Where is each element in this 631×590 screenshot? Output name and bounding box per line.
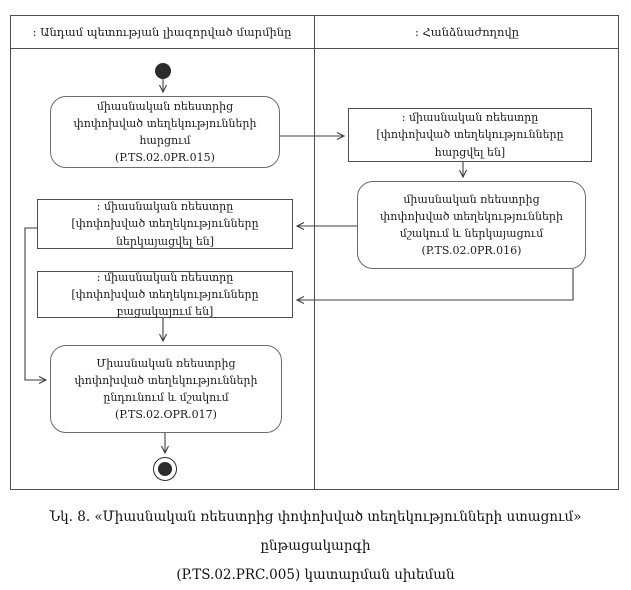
final-node-dot [158, 462, 172, 476]
action-process-and-submit-text: միասնական ռեեստրից փոփոխված տեղեկություն… [380, 193, 563, 258]
action-receive-and-process: Միասնական ռեեստրից փոփոխված տեղեկություն… [50, 345, 282, 433]
object-registry-missing: : միասնական ռեեստրը [փոփոխված տեղեկությո… [37, 271, 293, 318]
final-node [153, 457, 177, 481]
lane-header-commission-label: : Հանձնաժողովը [415, 24, 519, 39]
action-query-changed-info: միասնական ռեեստրից փոփոխված տեղեկություն… [50, 96, 280, 168]
action-receive-and-process-text: Միասնական ռեեստրից փոփոխված տեղեկություն… [74, 357, 258, 422]
lane-header-commission: : Հանձնաժողովը [315, 15, 619, 48]
figure-caption: Նկ. 8. «Միասնական ռեեստրից փոփոխված տեղե… [0, 503, 631, 590]
figure-caption-line1: Նկ. 8. «Միասնական ռեեստրից փոփոխված տեղե… [49, 509, 582, 554]
action-query-changed-info-code: (P.TS.02.0PR.015) [115, 151, 215, 165]
action-query-changed-info-text: միասնական ռեեստրից փոփոխված տեղեկություն… [73, 99, 257, 147]
figure-caption-line2: (P.TS.02.PRC.005) կատարման սխեման [176, 567, 455, 583]
object-registry-requested-state: [փոփոխված տեղեկությունները հարցվել են] [376, 128, 564, 159]
object-registry-submitted-state: [փոփոխված տեղեկությունները ներկայացվել ե… [71, 217, 259, 248]
object-registry-requested-title: : միասնական ռեեստրը [401, 111, 539, 125]
object-registry-missing-title: : միասնական ռեեստրը [96, 270, 234, 284]
action-process-and-submit: միասնական ռեեստրից փոփոխված տեղեկություն… [357, 181, 586, 269]
object-registry-submitted-title: : միասնական ռեեստրը [96, 200, 234, 214]
activity-diagram-page: { "colors": { "frame_line": "#4f4f4f", "… [10, 15, 619, 583]
initial-node [155, 63, 171, 79]
object-registry-submitted: : միասնական ռեեստրը [փոփոխված տեղեկությո… [37, 199, 293, 249]
lane-header-authorized-body: : Անդամ պետության լիազորված մարմինը [10, 15, 314, 48]
lane-header-authorized-body-label: : Անդամ պետության լիազորված մարմինը [32, 24, 292, 39]
lane-header-separator [10, 48, 619, 49]
lane-divider [314, 15, 315, 490]
object-registry-requested: : միասնական ռեեստրը [փոփոխված տեղեկությո… [348, 108, 592, 162]
object-registry-missing-state: [փոփոխված տեղեկությունները բացակայում են… [71, 287, 259, 319]
